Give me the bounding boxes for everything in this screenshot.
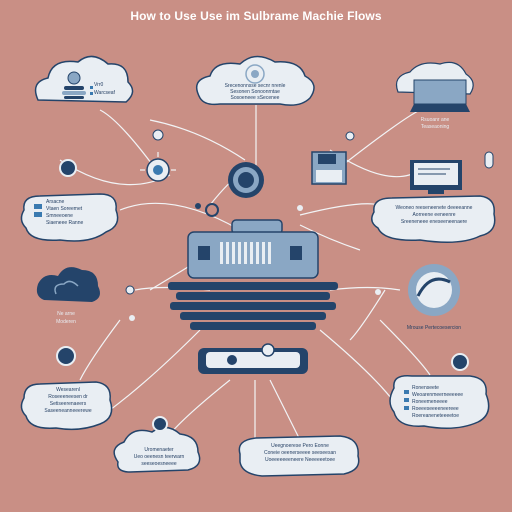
left-cloud-label-1: Ne arne (57, 311, 75, 317)
floppy-disk-icon (311, 131, 355, 185)
bottom-center-left-label-2: Ueo oeenesn teerwarn (133, 454, 185, 460)
left-info-bubble (20, 159, 119, 242)
top-center-cloud-label-3: Sosoeneee sSecenee (230, 95, 280, 101)
gear-icon (195, 203, 219, 217)
right-circle-label: Mrouse Pertecoesercion (406, 325, 462, 331)
bottom-right-bubble-label-1: Ronenseete (412, 385, 439, 391)
bottom-center-left-label-1: Uromenaeter (144, 447, 174, 453)
connector-lines (59, 105, 431, 470)
left-cloud-icon (36, 267, 100, 302)
bottom-center-right-label-2: Coneie oeenerseeee seeseesan (264, 450, 336, 456)
user-icon (62, 71, 86, 99)
central-hub-circle (228, 162, 264, 198)
top-center-cloud-label-1: Srecenonnsse secnr nrenle (224, 83, 286, 89)
bottom-left-bubble-label-1: Wesearenl (56, 387, 80, 393)
right-bubble-label-3: Sreeneneee eneseeneenaere (400, 219, 468, 225)
bottom-right-bubble-label-5: Roereaneneteeeetoe (412, 413, 459, 419)
top-left-cloud-label-1: Vrr0 (94, 82, 104, 88)
right-bubble-label-1: Weoneo reeseneenete deeeeanne (395, 205, 473, 211)
right-info-bubble (371, 195, 496, 243)
monitor-icon (410, 79, 470, 112)
bottom-right-bubble-label-3: Roneemeneeee (412, 399, 448, 405)
top-center-cloud-node (195, 55, 315, 106)
bottom-center-left-cloud (113, 416, 201, 473)
server-icon (168, 219, 338, 374)
bottom-right-bubble-label-4: Roeeeseeeeneereee (412, 406, 459, 412)
bottom-center-right-bubble (238, 435, 360, 477)
bottom-left-info-bubble (20, 381, 113, 431)
top-right-cloud-node (395, 61, 474, 112)
lightbulb-node (140, 129, 176, 182)
left-bubble-label-2: Vtaen Soreemet (46, 206, 83, 212)
right-bubble-label-2: Aorreene eeneenre (412, 212, 456, 218)
top-left-cloud-label-2: Warcseaf (94, 90, 115, 96)
bottom-right-bubble-label-2: Weoarenmeerneeeeee (412, 392, 464, 398)
left-bubble-label-3: Smneeoene (46, 213, 73, 219)
diagram-title: How to Use Use im Sulbrame Machie Flows (130, 9, 382, 23)
left-bubble-label-1: Arsacne (46, 199, 65, 205)
bottom-left-bubble-label-4: Saseeneanneeerewe (44, 408, 92, 414)
signal-icon (245, 64, 265, 84)
top-right-label-1: Rsuoanr ane (420, 117, 450, 123)
top-center-cloud-label-2: Sesonen Sonoonrntae (230, 89, 280, 95)
bottom-center-right-label-1: Ueegnoerese Pero Eonne (271, 443, 329, 449)
left-cloud-label-2: Moderen (56, 319, 76, 325)
bottom-right-info-bubble (389, 375, 490, 429)
top-right-label-2: Teaseaoning (420, 124, 450, 130)
bottom-left-bubble-label-2: Roseeeneesen dr (48, 394, 88, 400)
bottom-center-left-label-3: seeseoesneeee (141, 461, 177, 467)
right-monitor-icon (410, 151, 494, 194)
top-left-cloud-node (34, 55, 134, 103)
bottom-left-bubble-label-3: Setiseerenaeers (49, 401, 87, 407)
bottom-center-right-label-3: Uoeeeeeeeneere Neeeeeetoee (264, 457, 336, 463)
network-hub-icon (375, 264, 460, 316)
left-bubble-label-4: Siaeneee Ranne (46, 220, 84, 226)
